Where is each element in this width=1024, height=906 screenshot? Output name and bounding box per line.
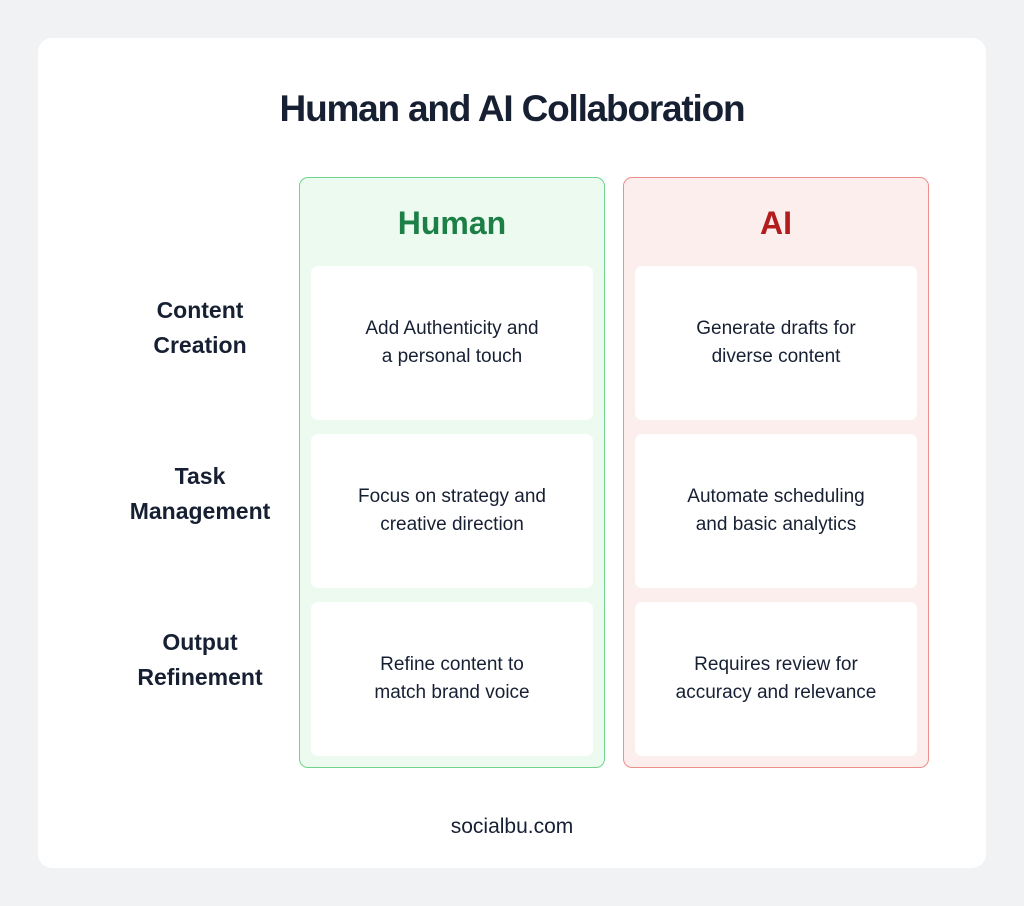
cell-text-line: Refine content to xyxy=(380,654,524,675)
cell-text-line: Automate scheduling xyxy=(687,486,865,507)
cell-text-line: Focus on strategy and xyxy=(358,486,546,507)
row-label-line: Creation xyxy=(153,332,247,358)
row-label-output-refinement: Output Refinement xyxy=(110,625,290,695)
human-column: Human Add Authenticity and a personal to… xyxy=(299,177,605,768)
ai-output-refinement-cell: Requires review for accuracy and relevan… xyxy=(635,602,917,756)
ai-column: AI Generate drafts for diverse content A… xyxy=(623,177,929,768)
row-label-content-creation: Content Creation xyxy=(110,293,290,363)
human-content-creation-cell: Add Authenticity and a personal touch xyxy=(311,266,593,420)
cell-text-line: Requires review for xyxy=(694,654,858,675)
human-task-management-cell: Focus on strategy and creative direction xyxy=(311,434,593,588)
row-label-line: Task xyxy=(174,463,226,489)
cell-text-line: Generate drafts for xyxy=(696,318,856,339)
cell-text-line: and basic analytics xyxy=(695,514,857,535)
human-column-header: Human xyxy=(397,205,507,241)
row-label-line: Content xyxy=(156,297,244,323)
page-title: Human and AI Collaboration xyxy=(279,88,746,129)
footer-source: socialbu.com xyxy=(450,815,574,838)
ai-content-creation-cell: Generate drafts for diverse content xyxy=(635,266,917,420)
cell-text-line: creative direction xyxy=(380,514,524,535)
ai-column-header: AI xyxy=(760,205,792,241)
human-output-refinement-cell: Refine content to match brand voice xyxy=(311,602,593,756)
ai-task-management-cell: Automate scheduling and basic analytics xyxy=(635,434,917,588)
cell-text-line: accuracy and relevance xyxy=(675,682,877,703)
cell-text-line: a personal touch xyxy=(381,346,523,367)
row-label-line: Management xyxy=(129,498,271,524)
cell-text-line: Add Authenticity and xyxy=(365,318,539,339)
row-label-line: Refinement xyxy=(137,664,263,690)
cell-text-line: diverse content xyxy=(711,346,841,367)
row-label-line: Output xyxy=(162,629,238,655)
row-label-task-management: Task Management xyxy=(110,459,290,529)
cell-text-line: match brand voice xyxy=(374,682,530,703)
